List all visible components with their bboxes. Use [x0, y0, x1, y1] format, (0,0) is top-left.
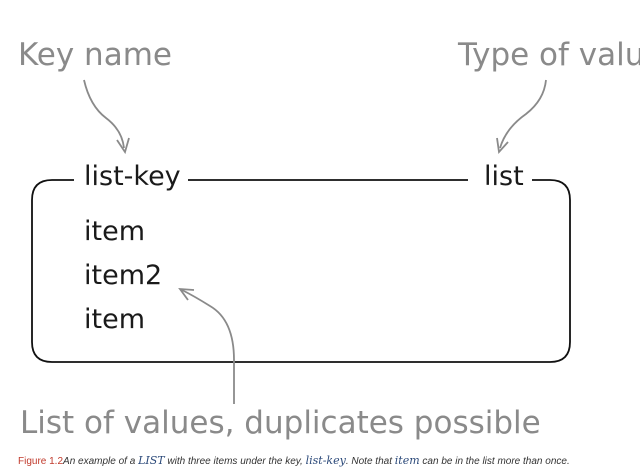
- list-box-outline: [31, 179, 571, 363]
- figure-caption: Figure 1.2An example of a LIST with thre…: [18, 454, 570, 467]
- list-key-text: list-key: [84, 161, 181, 192]
- caption-text: An example of a: [63, 456, 139, 467]
- values-arrowhead: [178, 287, 195, 301]
- type-of-values-label: Type of valu: [458, 37, 640, 73]
- figure-number: Figure 1.2: [18, 456, 64, 467]
- list-item: item2: [84, 260, 163, 291]
- key-name-arrow: [83, 79, 125, 149]
- type-arrowhead: [496, 137, 509, 155]
- caption-code-item: item: [394, 454, 420, 467]
- caption-code-list: LIST: [138, 454, 165, 467]
- type-arrow: [499, 79, 547, 149]
- caption-text: with three items under the key,: [164, 456, 306, 467]
- caption-text: can be in the list more than once.: [419, 456, 570, 467]
- list-of-values-label: List of values, duplicates possible: [20, 405, 541, 441]
- caption-text: . Note that: [345, 456, 395, 467]
- list-item: item: [84, 304, 146, 335]
- values-arrow: [181, 289, 235, 404]
- list-type-text: list: [484, 161, 524, 192]
- key-name-label: Key name: [18, 37, 172, 73]
- caption-code-key: list-key: [305, 454, 346, 467]
- list-item: item: [84, 216, 146, 247]
- key-name-arrowhead: [116, 137, 130, 155]
